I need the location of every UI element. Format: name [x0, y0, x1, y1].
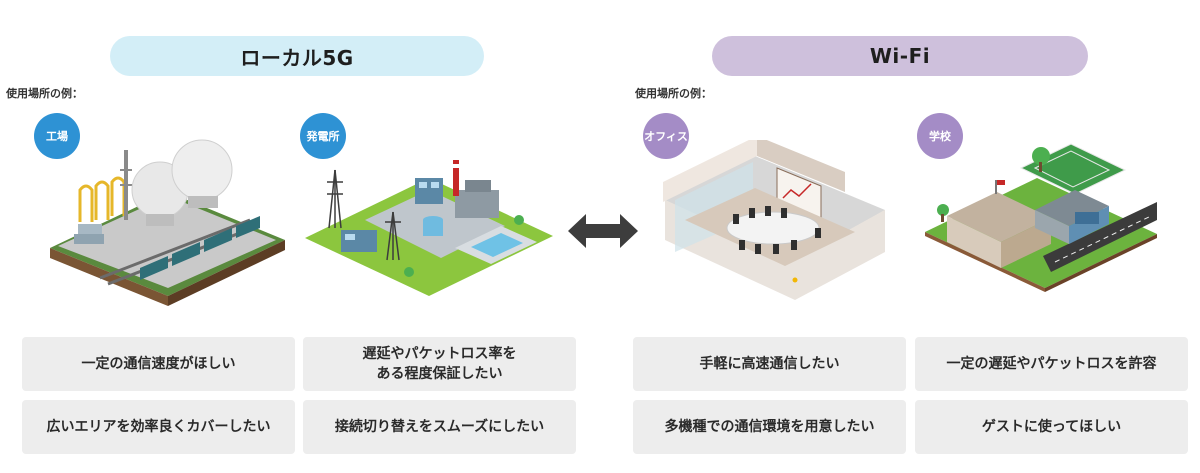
- local5g-example-label: 使用場所の例：: [6, 87, 83, 100]
- requirement-card: 広いエリアを効率良くカバーしたい: [22, 400, 295, 454]
- requirement-card: 一定の遅延やパケットロスを許容: [915, 337, 1188, 391]
- school-icon: [925, 143, 1157, 292]
- requirement-card: 多機種での通信環境を用意したい: [633, 400, 906, 454]
- factory-badge: 工場: [34, 113, 80, 159]
- office-badge: オフィス: [643, 113, 689, 159]
- power-plant-badge: 発電所: [300, 113, 346, 159]
- factory-icon: [50, 139, 285, 306]
- requirement-card: ゲストに使ってほしい: [915, 400, 1188, 454]
- office-icon: [663, 140, 885, 300]
- power-plant-icon: [305, 160, 553, 296]
- school-badge: 学校: [917, 113, 963, 159]
- requirement-card: 一定の通信速度がほしい: [22, 337, 295, 391]
- bidirectional-arrow-icon: [568, 214, 638, 248]
- wifi-example-label: 使用場所の例：: [635, 87, 712, 100]
- requirement-card: 接続切り替えをスムーズにしたい: [303, 400, 576, 454]
- requirement-card: 手軽に高速通信したい: [633, 337, 906, 391]
- wifi-header: Wi-Fi: [712, 36, 1088, 76]
- requirement-card: 遅延やパケットロス率を ある程度保証したい: [303, 337, 576, 391]
- local5g-header: ローカル5G: [110, 36, 484, 76]
